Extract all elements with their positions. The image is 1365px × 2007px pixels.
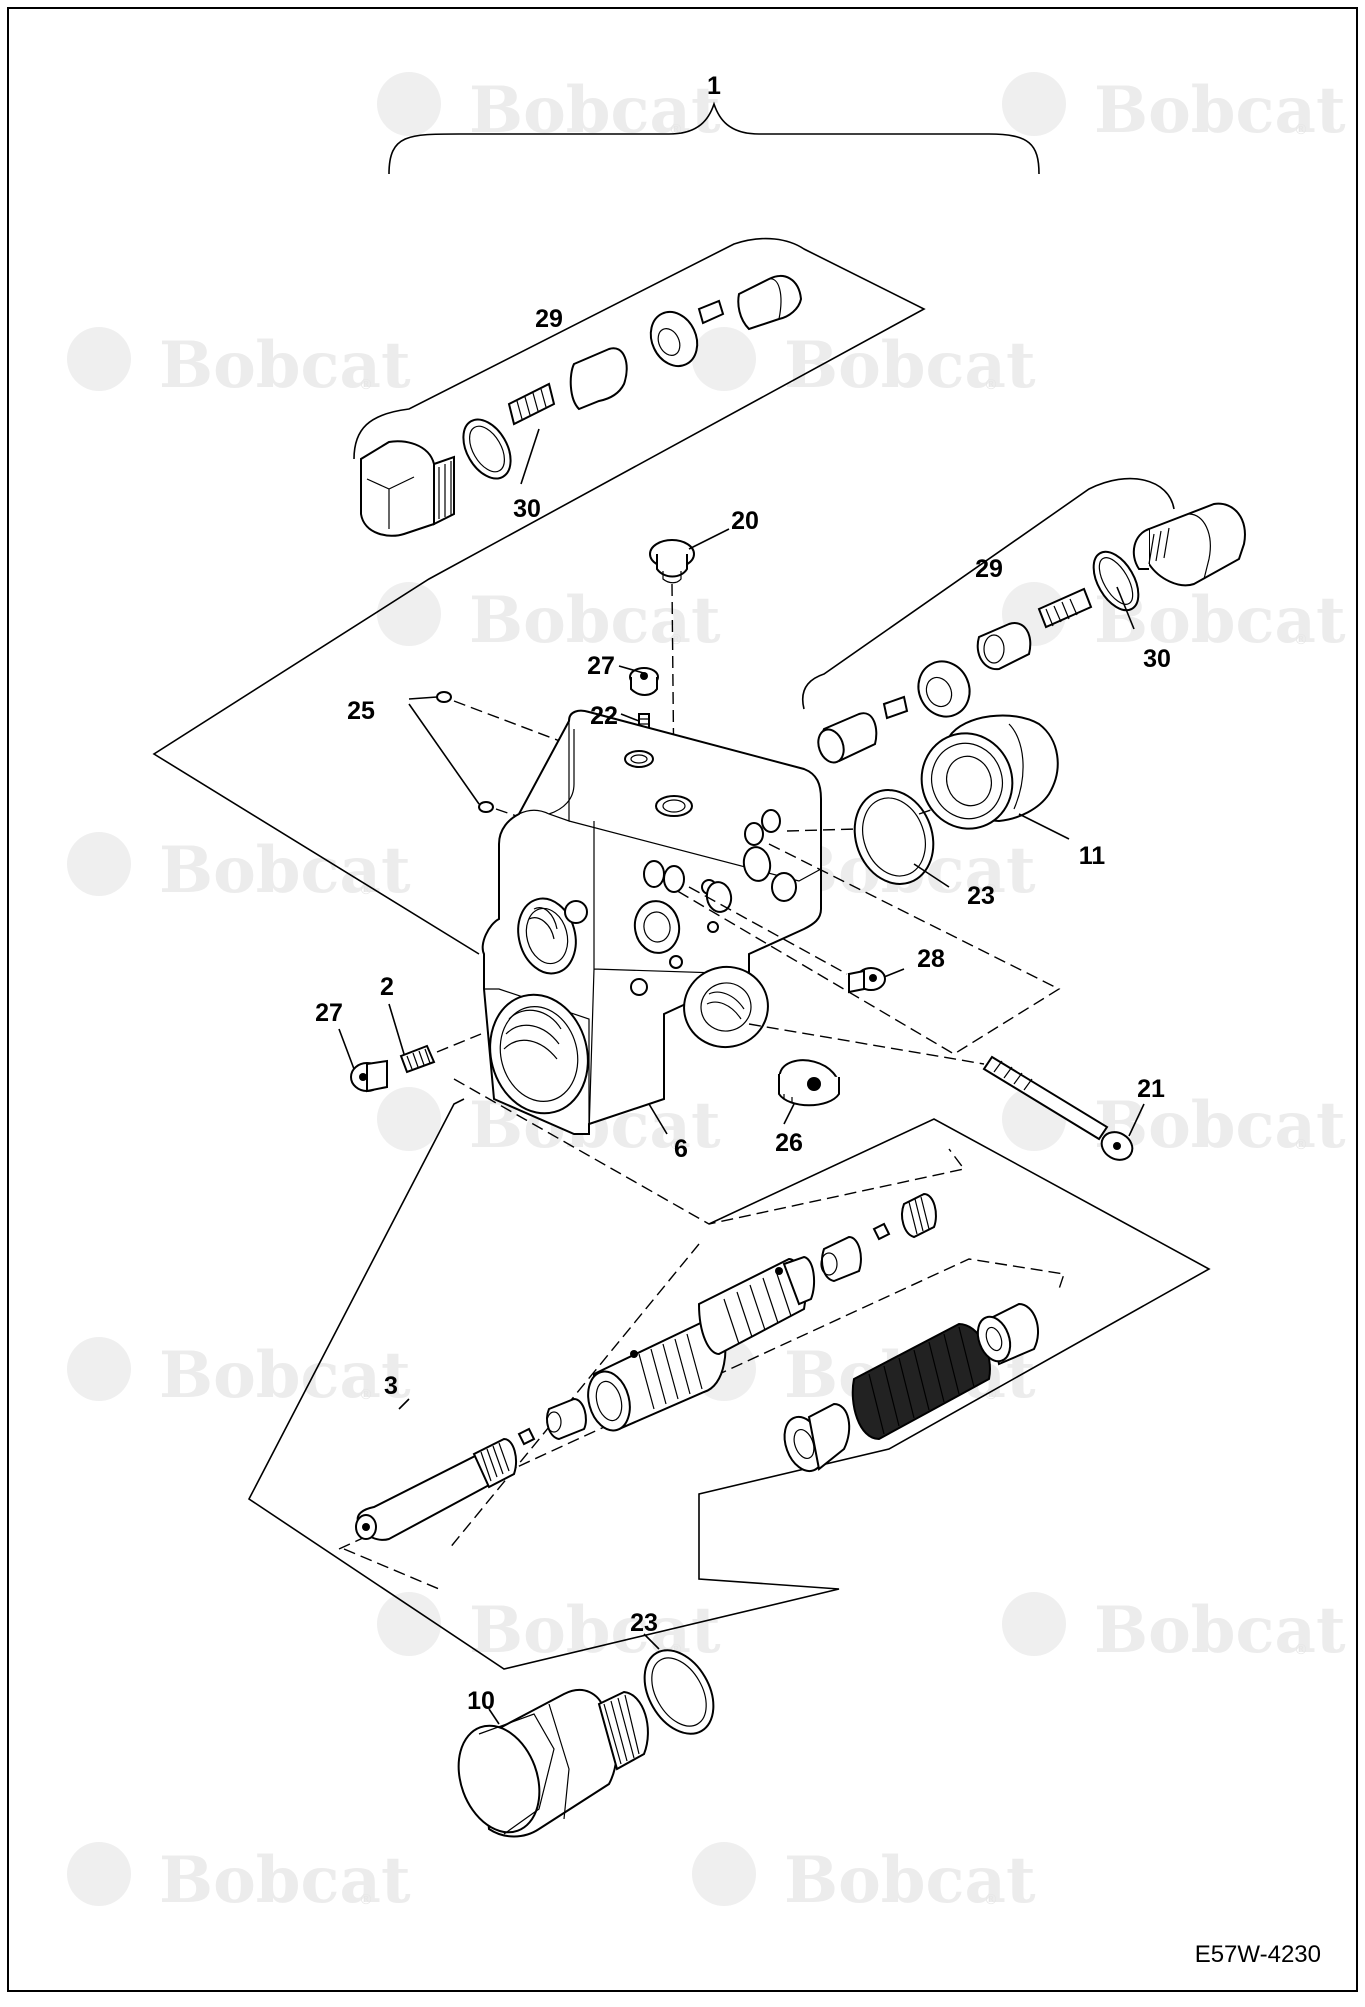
svg-text:Bobcat: Bobcat — [1094, 1593, 1346, 1668]
svg-text:®: ® — [984, 1892, 998, 1908]
svg-text:®: ® — [1294, 632, 1308, 648]
spool-dashed-guide-2 — [343, 1243, 700, 1590]
callout-11: 11 — [1079, 842, 1106, 870]
svg-text:Bobcat: Bobcat — [159, 328, 411, 403]
callout-labels: 1 29 30 20 29 30 27 22 25 11 23 28 2 27 … — [315, 72, 1171, 1715]
bolt-21 — [748, 1023, 1134, 1161]
svg-text:Bobcat: Bobcat — [159, 1338, 411, 1413]
bobcat-watermark: Bobcat® — [67, 1842, 411, 1918]
oring-23-upper — [786, 789, 935, 885]
callout-23: 23 — [967, 882, 995, 910]
diagram-sheet: Bobcat® Bobcat® Bobcat® Bobcat® Bobcat® … — [7, 7, 1358, 1992]
callout-27: 27 — [315, 999, 343, 1027]
callout-23: 23 — [630, 1609, 658, 1637]
callout-2: 2 — [380, 973, 394, 1001]
spring-assembly — [783, 1302, 1039, 1473]
plug-28 — [688, 886, 886, 994]
callout-6: 6 — [674, 1135, 688, 1163]
callout-10: 10 — [467, 1687, 495, 1715]
callout-27: 27 — [587, 652, 615, 680]
svg-text:®: ® — [1294, 1137, 1308, 1153]
svg-text:Bobcat: Bobcat — [159, 1843, 411, 1918]
callout-29: 29 — [535, 305, 563, 333]
spool-3 — [355, 1192, 937, 1541]
svg-text:®: ® — [359, 377, 373, 393]
svg-text:®: ® — [669, 1137, 683, 1153]
svg-text:®: ® — [984, 1387, 998, 1403]
spool-frame — [247, 1098, 1211, 1670]
callout-30: 30 — [513, 495, 541, 523]
screw-2 — [399, 1033, 482, 1074]
relief-valve-group-upper — [152, 237, 926, 955]
svg-text:®: ® — [984, 377, 998, 393]
callout-28: 28 — [917, 945, 945, 973]
svg-text:®: ® — [359, 1387, 373, 1403]
callout-20: 20 — [731, 507, 759, 535]
svg-text:®: ® — [359, 1892, 373, 1908]
bobcat-watermark: Bobcat® — [67, 327, 411, 403]
svg-text:Bobcat: Bobcat — [784, 328, 1036, 403]
exploded-parts-diagram: Bobcat® Bobcat® Bobcat® Bobcat® Bobcat® … — [67, 72, 1346, 1968]
bobcat-watermark: Bobcat® — [377, 72, 721, 148]
svg-text:Bobcat: Bobcat — [784, 1843, 1036, 1918]
valve-body-6 — [481, 709, 822, 1135]
leader-lines — [338, 428, 1145, 1725]
assembly-brace — [388, 101, 1040, 175]
svg-text:Bobcat: Bobcat — [159, 833, 411, 908]
callout-1: 1 — [707, 72, 721, 100]
callout-26: 26 — [775, 1129, 803, 1157]
bobcat-watermark: Bobcat® — [377, 582, 721, 658]
plug-27-top — [629, 667, 659, 696]
document-id: E57W-4230 — [1195, 1941, 1321, 1968]
callout-29: 29 — [975, 555, 1003, 583]
bobcat-watermark: Bobcat® — [67, 1337, 411, 1413]
callout-22: 22 — [590, 702, 618, 730]
plug-26 — [778, 1059, 840, 1107]
svg-text:Bobcat: Bobcat — [1094, 1088, 1346, 1163]
bobcat-watermark: Bobcat® — [692, 1842, 1036, 1918]
callout-30: 30 — [1143, 645, 1171, 673]
svg-text:®: ® — [1294, 1642, 1308, 1658]
svg-text:Bobcat: Bobcat — [1094, 73, 1346, 148]
bobcat-watermark: Bobcat® — [692, 327, 1036, 403]
svg-text:®: ® — [1294, 122, 1308, 138]
relief-valve-group-right — [802, 477, 1246, 764]
callout-3: 3 — [384, 1372, 398, 1400]
callout-21: 21 — [1137, 1075, 1165, 1103]
dashed-guide — [673, 843, 1061, 1055]
svg-text:®: ® — [669, 632, 683, 648]
bobcat-watermark: Bobcat® — [1002, 1087, 1346, 1163]
svg-text:Bobcat: Bobcat — [469, 583, 721, 658]
bobcat-watermark: Bobcat® — [1002, 72, 1346, 148]
svg-text:®: ® — [669, 122, 683, 138]
oring-23-lower — [643, 1649, 715, 1735]
svg-text:®: ® — [984, 882, 998, 898]
bobcat-watermark: Bobcat® — [67, 832, 411, 908]
bobcat-watermark: Bobcat® — [1002, 1592, 1346, 1668]
cap-10 — [457, 1689, 649, 1838]
plug-27-side — [350, 1059, 388, 1093]
watermark-layer: Bobcat® Bobcat® Bobcat® Bobcat® Bobcat® … — [67, 72, 1346, 1918]
svg-text:Bobcat: Bobcat — [469, 73, 721, 148]
callout-25: 25 — [347, 697, 375, 725]
